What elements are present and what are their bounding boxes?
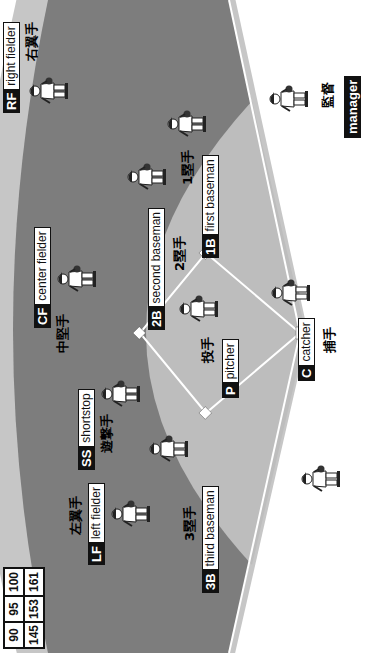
japanese-name: 3塁手: [182, 506, 198, 541]
position-name: second baseman: [148, 208, 165, 307]
position-abbreviation: RF: [3, 90, 20, 113]
table-cell: 153: [24, 596, 44, 622]
position-name: right fielder: [3, 22, 20, 89]
position-label: manager: [344, 76, 361, 138]
position-name: third baseman: [202, 486, 219, 570]
japanese-name: 投手: [200, 337, 216, 363]
position-label: Ccatcher: [298, 318, 315, 381]
japanese-name: 左翼手: [68, 496, 84, 535]
position-name: shortstop: [78, 389, 95, 446]
position-label: 1Bfirst baseman: [202, 155, 219, 258]
position-abbreviation: P: [222, 383, 239, 398]
japanese-name: 中堅手: [55, 314, 71, 353]
player-figures: [30, 78, 340, 527]
position-abbreviation: LF: [88, 543, 105, 565]
position-abbreviation: CF: [34, 305, 51, 328]
position-label: 2Bsecond baseman: [148, 208, 165, 330]
japanese-name: 監督: [320, 82, 336, 108]
infield-dirt: [146, 101, 306, 565]
position-label: Ppitcher: [222, 339, 239, 398]
position-label: RFright fielder: [3, 22, 20, 113]
position-abbreviation: 3B: [202, 570, 219, 593]
warning-track: [0, 0, 308, 653]
japanese-name: 1塁手: [180, 150, 196, 185]
position-abbreviation: SS: [78, 447, 95, 470]
table-cell: 145: [24, 622, 44, 648]
position-label: 3Bthird baseman: [202, 486, 219, 593]
position-label: SSshortstop: [78, 389, 95, 470]
position-name: pitcher: [222, 339, 239, 383]
position-name: left fielder: [88, 483, 105, 543]
size-table: 9095100 145153161: [3, 567, 45, 649]
japanese-name: 遊撃手: [99, 414, 115, 453]
position-abbreviation: C: [298, 366, 315, 381]
position-abbreviation: manager: [344, 76, 361, 138]
table-cell: 161: [24, 568, 44, 596]
position-name: first baseman: [202, 155, 219, 235]
table-cell: 90: [4, 622, 24, 648]
table-cell: 100: [4, 568, 24, 596]
position-abbreviation: 1B: [202, 235, 219, 258]
table-cell: 95: [4, 596, 24, 622]
japanese-name: 右翼手: [24, 22, 40, 61]
position-name: catcher: [298, 318, 315, 365]
position-name: center fielder: [34, 227, 51, 304]
position-label: LFleft fielder: [88, 483, 105, 565]
japanese-name: 捕手: [322, 327, 338, 353]
position-abbreviation: 2B: [148, 307, 165, 330]
position-label: CFcenter fielder: [34, 227, 51, 328]
japanese-name: 2塁手: [172, 236, 188, 271]
